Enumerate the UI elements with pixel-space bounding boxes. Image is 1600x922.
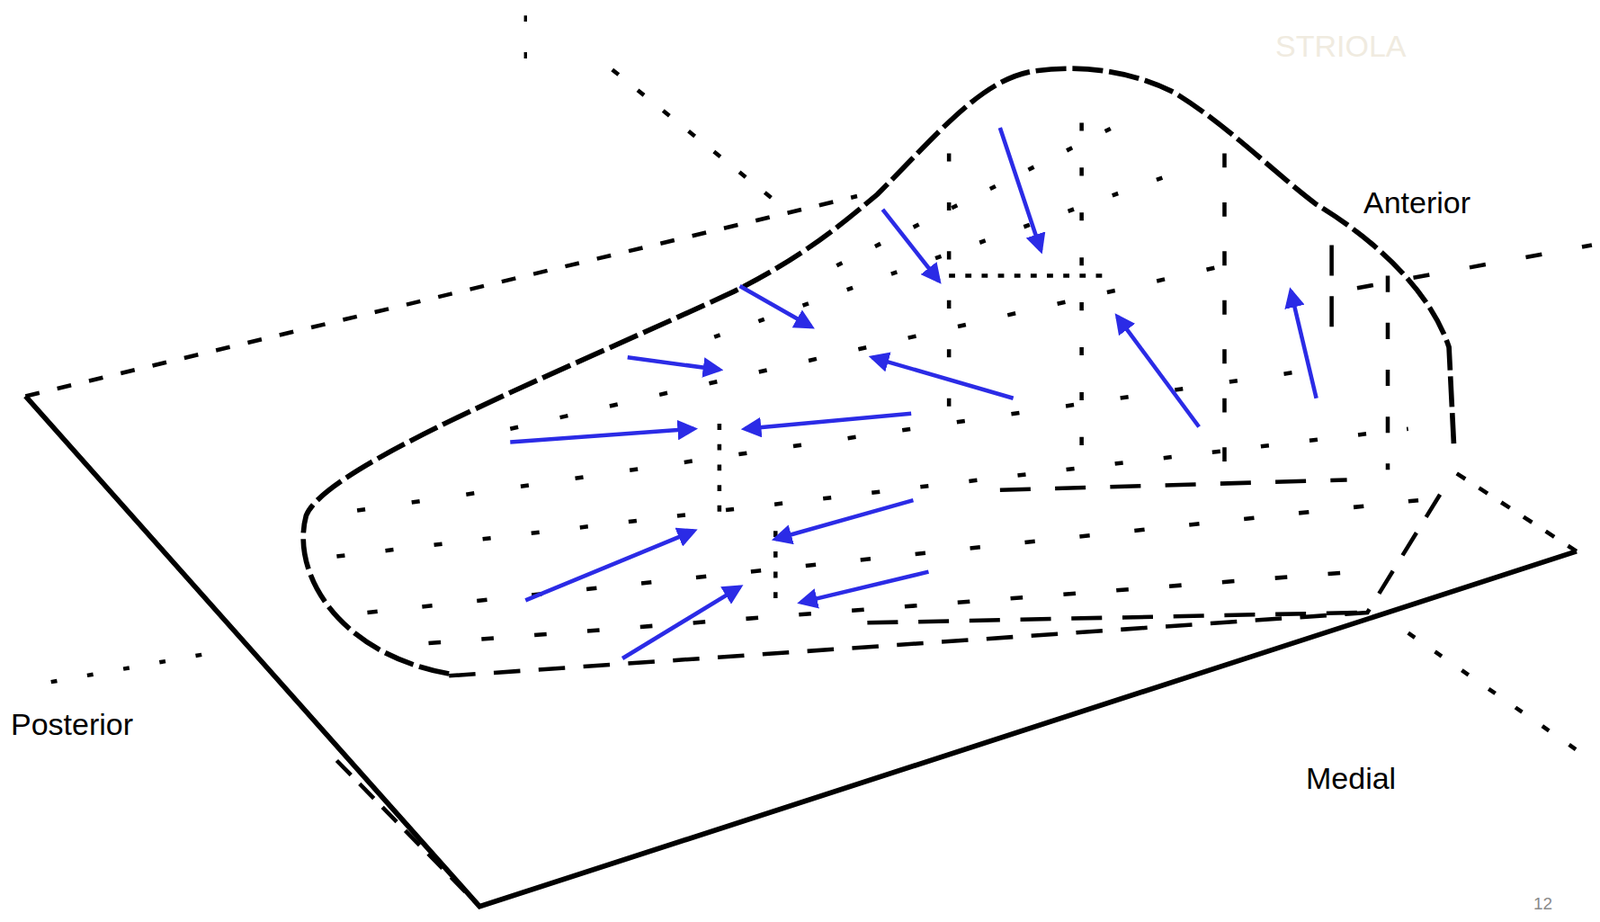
striola-label: STRIOLA <box>1275 28 1406 64</box>
macula-outline <box>303 68 1455 676</box>
polarization-arrows <box>509 127 1316 659</box>
page-number: 12 <box>1533 893 1553 914</box>
direction-label: Posterior <box>10 706 134 742</box>
direction-label: Anterior <box>1363 185 1471 221</box>
direction-label: Medial <box>1305 760 1396 796</box>
hair-cell-dots <box>336 122 1419 644</box>
reference-plane <box>25 15 1592 906</box>
